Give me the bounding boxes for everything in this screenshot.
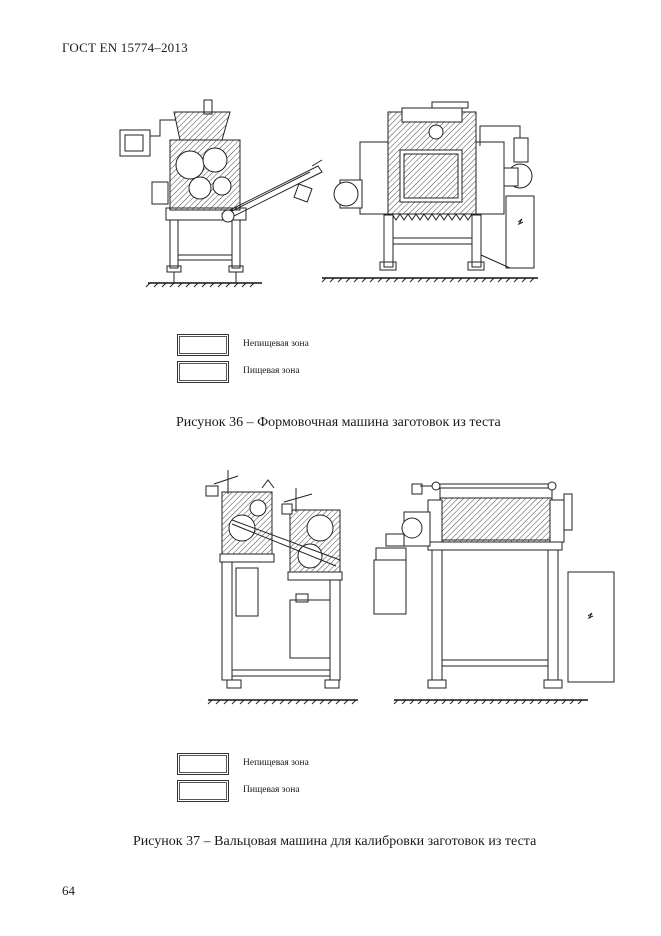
legend-swatch-non-food-zone [177,753,229,775]
figure-37-side-view [206,470,358,704]
figure-36-front-view [322,102,538,282]
legend-swatch-food-zone [177,361,229,383]
figure-37-caption: Рисунок 37 – Вальцовая машина для калибр… [133,834,537,849]
legend-label-non-food-zone: Непищевая зона [243,758,309,768]
legend-label-non-food-zone: Непищевая зона [243,339,309,349]
document-header: ГОСТ EN 15774–2013 [62,40,188,55]
figure-36-side-view [120,100,322,287]
figure-36-caption: Рисунок 36 – Формовочная машина заготово… [176,415,501,430]
legend-label-food-zone: Пищевая зона [243,785,300,795]
legend-swatch-food-zone [177,780,229,802]
figure-37-front-view [374,482,614,704]
legend-swatch-non-food-zone [177,334,229,356]
legend-label-food-zone: Пищевая зона [243,366,300,376]
page-number: 64 [62,883,75,898]
